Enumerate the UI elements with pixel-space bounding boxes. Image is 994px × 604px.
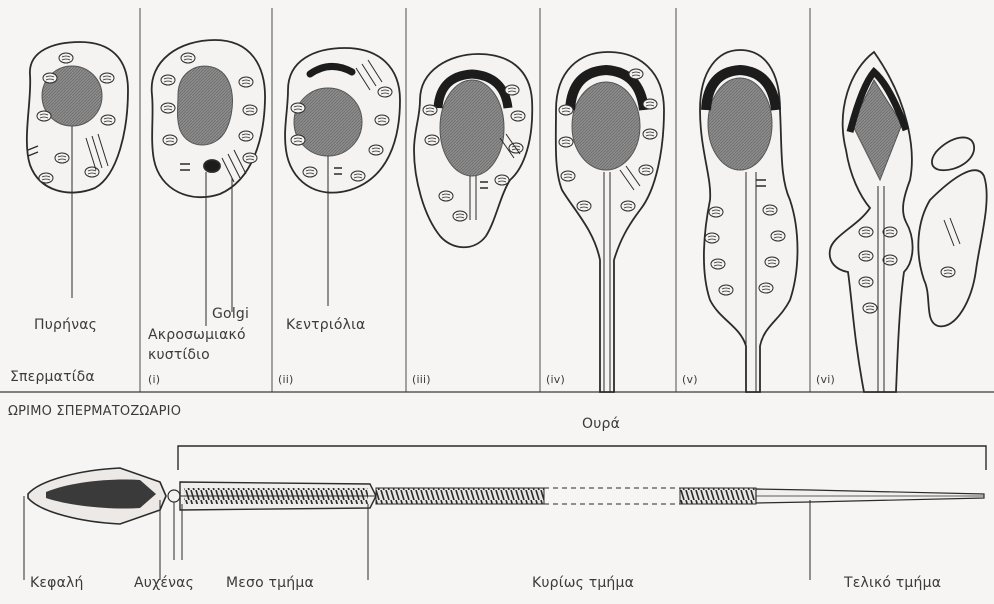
- head-label: Κεφαλή: [30, 575, 84, 591]
- spermatid-label: Σπερματίδα: [10, 369, 95, 385]
- tail-label: Ουρά: [582, 416, 620, 432]
- principal-piece-label: Κυρίως τμήμα: [532, 575, 634, 591]
- centrioles-label: Κεντριόλια: [286, 317, 365, 333]
- cell-stage-iv: [556, 52, 664, 392]
- stage-vi-label: (vi): [816, 373, 835, 386]
- golgi-label: Golgi: [212, 306, 249, 322]
- cell-stage-vi: [830, 52, 987, 392]
- stage-iv-label: (iv): [546, 373, 565, 386]
- stage-v-label: (v): [682, 373, 698, 386]
- cell-stage-iii: [414, 54, 532, 247]
- end-piece-label: Τελικό τμήμα: [844, 575, 941, 591]
- neck-label: Αυχένας: [134, 575, 194, 591]
- nucleus-label: Πυρήνας: [34, 317, 97, 333]
- mature-spermatozoon: [24, 446, 986, 580]
- cell-stage-ii: [285, 48, 400, 306]
- cell-spermatid: [27, 42, 128, 298]
- stage-iii-label: (iii): [412, 373, 431, 386]
- mature-spermatozoon-title: ΩΡΙΜΟ ΣΠΕΡΜΑΤΟΖΩΑΡΙΟ: [8, 404, 181, 419]
- stage-ii-label: (ii): [278, 373, 294, 386]
- cell-stage-v: [700, 50, 798, 392]
- acrosomal-vesicle-label-line1: Ακροσωμιακό: [148, 327, 246, 343]
- cell-stage-i: [152, 40, 265, 312]
- midpiece-label: Μεσο τμήμα: [226, 575, 314, 591]
- acrosomal-vesicle-label-line2: κυστίδιο: [148, 347, 210, 363]
- stage-i-label: (i): [148, 373, 160, 386]
